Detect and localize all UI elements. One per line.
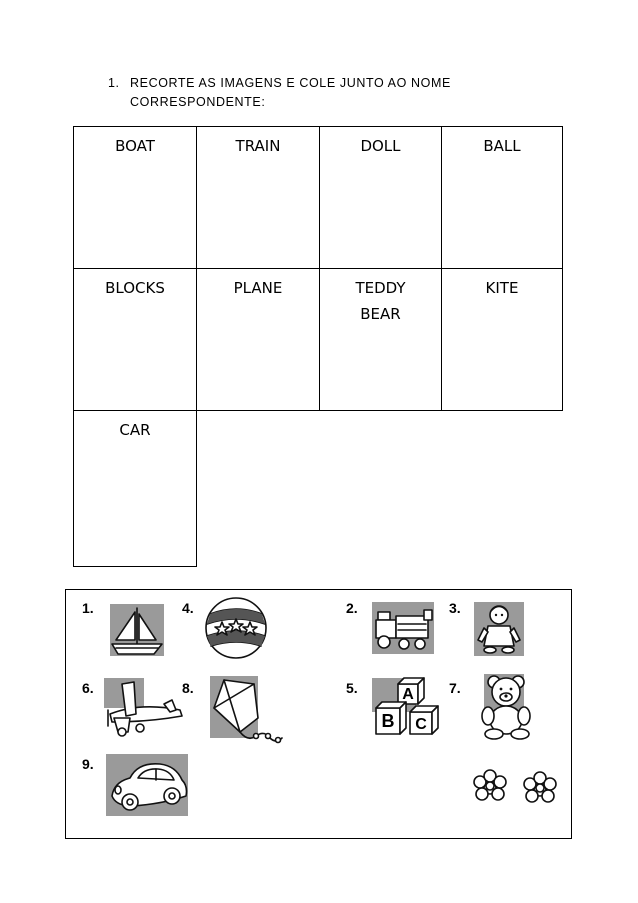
cell-doll[interactable]: DOLL	[319, 126, 442, 269]
cell-ball[interactable]: BALL	[441, 126, 563, 269]
sailboat-icon[interactable]	[106, 600, 168, 660]
cell-label: BALL	[483, 137, 521, 155]
cell-label: BEAR	[360, 305, 401, 323]
cell-label: DOLL	[360, 137, 401, 155]
block-letter: B	[382, 711, 395, 731]
picture-number: 2.	[346, 600, 358, 616]
picture-number: 6.	[82, 680, 94, 696]
picture-number: 4.	[182, 600, 194, 616]
train-icon[interactable]	[368, 598, 438, 658]
teddy-bear-icon[interactable]	[468, 670, 544, 742]
ball-icon[interactable]	[202, 594, 270, 662]
cell-label: BOAT	[115, 137, 155, 155]
blocks-icon[interactable]: A B C	[368, 674, 446, 746]
cell-train[interactable]: TRAIN	[196, 126, 320, 269]
picture-number: 1.	[82, 600, 94, 616]
picture-number: 3.	[449, 600, 461, 616]
cell-label: TRAIN	[235, 137, 281, 155]
cell-kite[interactable]: KITE	[441, 268, 563, 411]
picture-number: 8.	[182, 680, 194, 696]
cell-label: CAR	[119, 421, 151, 439]
picture-number: 7.	[449, 680, 461, 696]
cell-label: TEDDY	[355, 279, 406, 297]
cell-label: PLANE	[233, 279, 283, 297]
block-letter: C	[415, 716, 427, 733]
car-icon[interactable]	[102, 750, 194, 822]
kite-icon[interactable]	[206, 672, 286, 752]
doll-icon[interactable]	[470, 598, 528, 660]
cell-car[interactable]: CAR	[73, 410, 197, 567]
pictures-box: 1. 4. 2. 3.	[65, 589, 572, 839]
cell-label: BLOCKS	[105, 279, 165, 297]
flowers-icon	[473, 769, 557, 803]
cell-boat[interactable]: BOAT	[73, 126, 197, 269]
plane-icon[interactable]	[100, 674, 188, 740]
picture-number: 9.	[82, 756, 94, 772]
cell-teddy-bear[interactable]: TEDDY BEAR	[319, 268, 442, 411]
cell-label: KITE	[485, 279, 519, 297]
picture-number: 5.	[346, 680, 358, 696]
cell-blocks[interactable]: BLOCKS	[73, 268, 197, 411]
instruction-number: 1.	[108, 76, 120, 90]
block-letter: A	[402, 686, 414, 703]
instruction-line-2: CORRESPONDENTE:	[130, 95, 266, 109]
instruction-line-1: RECORTE AS IMAGENS E COLE JUNTO AO NOME	[130, 76, 451, 90]
cell-plane[interactable]: PLANE	[196, 268, 320, 411]
instruction: 1. RECORTE AS IMAGENS E COLE JUNTO AO NOM…	[108, 74, 558, 112]
